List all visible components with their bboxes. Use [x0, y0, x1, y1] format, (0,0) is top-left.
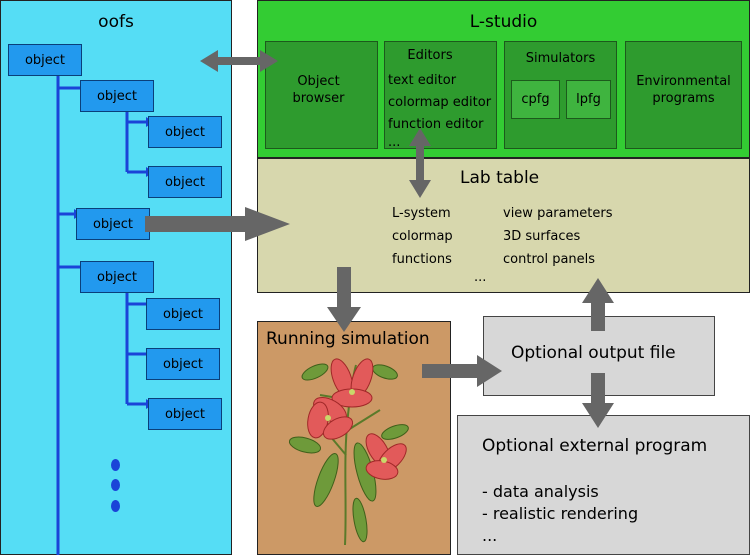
object-browser-label: browser [292, 91, 345, 106]
external-program-item: - realistic rendering [482, 504, 639, 523]
lab-table-item[interactable]: functions [392, 252, 452, 267]
double-arrow-editors-labtable [409, 128, 431, 198]
simulators-title: Simulators [525, 51, 596, 66]
optional-external-program-box [457, 415, 750, 555]
arrow-output-to-labtable [582, 278, 614, 331]
environmental-label: programs [652, 91, 715, 106]
object-node[interactable]: object [8, 44, 82, 76]
lab-table-item[interactable]: view parameters [503, 206, 613, 221]
double-arrow-oofs-lstudio [200, 50, 278, 72]
object-browser-box[interactable]: Object browser [265, 41, 378, 149]
object-browser-label: Object [297, 74, 340, 89]
object-node[interactable]: object [80, 261, 154, 293]
object-node[interactable]: object [148, 116, 222, 148]
object-node[interactable]: object [80, 80, 154, 112]
lab-table-item[interactable]: colormap [392, 229, 453, 244]
editors-box[interactable]: Editors text editor colormap editor func… [384, 41, 497, 150]
object-node[interactable]: object [148, 398, 222, 430]
arrow-labtable-to-simulation [327, 267, 361, 332]
ellipsis-dot [111, 459, 120, 471]
external-program-title: Optional external program [482, 436, 708, 456]
object-node[interactable]: object [146, 348, 220, 380]
arrow-simulation-to-output [422, 355, 502, 387]
lab-table-title: Lab table [460, 168, 540, 188]
external-program-item: ... [482, 526, 498, 545]
object-node[interactable]: object [148, 166, 222, 198]
object-node[interactable]: object [146, 298, 220, 330]
cpfg-box[interactable]: cpfg [511, 80, 560, 119]
ellipsis-dot [111, 500, 120, 512]
running-simulation-title: Running simulation [266, 329, 430, 349]
lab-table-item[interactable]: L-system [392, 206, 451, 221]
environmental-programs-box[interactable]: Environmental programs [625, 41, 742, 149]
ellipsis-dot [111, 479, 120, 491]
environmental-label: Environmental [636, 74, 731, 89]
lstudio-title: L-studio [469, 12, 538, 32]
arrow-object-to-labtable [145, 207, 290, 241]
external-program-item: - data analysis [482, 482, 599, 501]
editor-item[interactable]: text editor [388, 73, 457, 88]
editors-title: Editors [407, 48, 453, 63]
editor-item-more: ... [388, 135, 401, 150]
lpfg-box[interactable]: lpfg [566, 80, 611, 119]
lab-table-more: ... [474, 270, 487, 285]
output-file-title: Optional output file [511, 343, 676, 363]
editor-item[interactable]: function editor [388, 117, 484, 132]
arrow-output-to-external [582, 373, 614, 428]
editor-item[interactable]: colormap editor [388, 95, 492, 110]
lab-table-item[interactable]: control panels [503, 252, 596, 267]
object-node[interactable]: object [76, 208, 150, 240]
oofs-title: oofs [98, 12, 134, 32]
lab-table-item[interactable]: 3D surfaces [503, 229, 581, 244]
